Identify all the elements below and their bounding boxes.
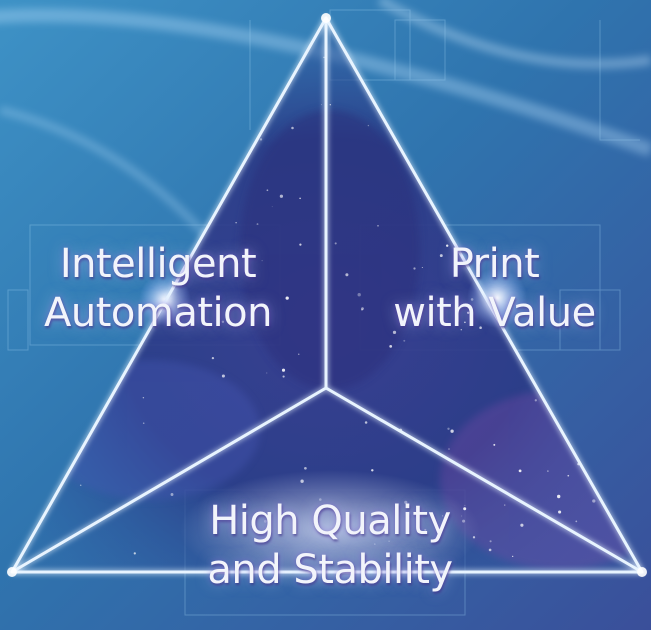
label-left-line1: Intelligent: [59, 241, 257, 287]
glow-right: [467, 268, 527, 328]
segment-label-intelligent-automation: Intelligent Automation: [8, 240, 308, 338]
star: [450, 429, 454, 433]
star: [493, 443, 496, 446]
star: [259, 138, 263, 141]
star: [447, 427, 450, 430]
star: [389, 345, 393, 348]
spoke-left: [11, 386, 327, 574]
star: [271, 206, 273, 208]
glow-bottom: [180, 470, 480, 590]
star: [512, 555, 514, 558]
vertex-left: [7, 567, 17, 577]
star: [266, 189, 269, 192]
star: [557, 494, 561, 499]
star: [421, 267, 423, 268]
star: [361, 307, 364, 310]
star: [231, 254, 234, 257]
star: [547, 470, 549, 472]
star: [299, 243, 302, 246]
star: [392, 330, 397, 335]
star: [592, 499, 596, 503]
star: [235, 222, 237, 224]
star: [298, 353, 300, 355]
star: [488, 548, 492, 552]
star: [321, 104, 323, 106]
star: [345, 273, 349, 277]
star: [282, 375, 285, 378]
star: [446, 244, 449, 247]
label-right-line1: Print: [449, 241, 540, 287]
star: [323, 56, 325, 58]
vertex-top: [321, 13, 331, 23]
segment-label-high-quality-stability: High Quality and Stability: [180, 497, 480, 595]
star: [142, 422, 145, 424]
star: [518, 469, 522, 473]
star: [448, 448, 450, 450]
vertex-right: [637, 567, 647, 577]
star: [79, 484, 82, 487]
star: [439, 254, 443, 258]
star: [520, 523, 524, 527]
star: [464, 321, 466, 324]
star: [329, 104, 331, 106]
segment-label-print-with-value: Print with Value: [352, 240, 637, 338]
light-streaks: [0, 0, 651, 243]
star: [558, 510, 562, 514]
label-left-line2: Automation: [44, 289, 272, 336]
star: [489, 540, 492, 543]
label-bottom-line1: High Quality: [209, 498, 451, 544]
star: [504, 504, 506, 506]
star: [211, 356, 215, 360]
star: [413, 267, 416, 270]
spoke-right: [325, 386, 643, 574]
star: [357, 293, 361, 297]
star: [534, 399, 537, 402]
star: [170, 493, 174, 496]
star: [133, 552, 136, 555]
star: [221, 320, 225, 323]
star: [291, 126, 294, 130]
star: [460, 328, 463, 331]
label-bottom-line2: and Stability: [207, 546, 453, 593]
star: [261, 260, 263, 262]
star: [334, 242, 337, 245]
star: [367, 124, 370, 127]
star: [479, 326, 482, 329]
triangle-lines: [10, 16, 644, 574]
star: [266, 372, 268, 374]
star: [403, 339, 406, 342]
star: [142, 396, 145, 399]
star: [377, 224, 379, 227]
star: [467, 311, 470, 314]
star: [371, 469, 374, 472]
label-right-line2: with Value: [393, 289, 596, 336]
star: [575, 520, 578, 523]
star: [281, 368, 286, 372]
star: [279, 194, 284, 198]
star: [304, 466, 307, 470]
star: [405, 312, 409, 315]
star: [299, 197, 301, 200]
star: [221, 374, 225, 378]
star: [256, 223, 259, 226]
star: [567, 474, 570, 477]
star: [285, 296, 289, 300]
star: [364, 421, 368, 424]
triangle-outline: [10, 16, 644, 574]
